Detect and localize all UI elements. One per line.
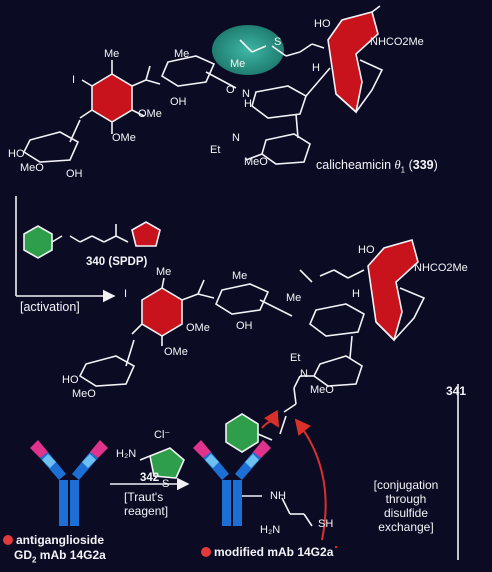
antibody-left-sub: 2 — [32, 555, 37, 565]
conjugation-line4: exchange] — [378, 520, 434, 534]
compound-339-name: calicheamicin — [316, 158, 392, 172]
antibody-left-gd: GD — [14, 548, 32, 562]
label-n-et-top: N — [232, 132, 240, 144]
label-me-ring-top: Me — [104, 48, 120, 60]
reagent-342-label: 342 — [140, 472, 160, 484]
label-me-sugar-top: Me — [174, 48, 190, 60]
label-h2n: H₂N — [116, 448, 137, 460]
electron-flow-arrows — [261, 409, 337, 548]
compound-341-label: 341 — [446, 384, 467, 398]
label-o-top: O — [226, 84, 235, 96]
label-ho-enediyne: HO — [314, 18, 331, 30]
aromatic-ring-mid — [141, 287, 183, 337]
label-oh-mid: OH — [236, 320, 253, 332]
label-n-mid: N — [300, 368, 308, 380]
antibody-right-caption: modified mAb 14G2a — [214, 545, 334, 559]
enediyne-core-top — [327, 11, 379, 114]
compound-339-sub: 1 — [400, 165, 406, 175]
label-ome-mid: OMe — [186, 322, 210, 334]
antibody-right-icon — [193, 440, 313, 527]
label-h-top: H — [244, 98, 252, 110]
label-nhco2me-top: NHCO2Me — [370, 36, 424, 48]
spdp-reagent — [23, 221, 161, 259]
label-s-reagent: S — [162, 478, 170, 490]
activation-arrow — [15, 196, 116, 303]
label-h2n-antibody: H₂N — [260, 524, 281, 536]
label-meo-top-left: MeO — [20, 162, 44, 174]
conjugation-line2: through — [385, 492, 427, 506]
conjugation-line3: disulfide — [383, 506, 429, 520]
label-s-top: S — [274, 36, 282, 48]
trauts-caption-1: [Traut's — [124, 490, 164, 504]
thioester-highlight — [212, 25, 284, 75]
label-i-mid: I — [124, 288, 128, 300]
enediyne-core-mid — [367, 239, 419, 342]
label-ome-2: OMe — [112, 132, 136, 144]
label-meo-mid-left: MeO — [72, 388, 96, 400]
label-h-enediyne: H — [312, 62, 320, 74]
label-me-ring-mid: Me — [156, 266, 172, 278]
bullet-left — [3, 535, 13, 545]
conjugation-caption: [conjugation through disulfide exchange] — [360, 478, 452, 534]
conjugate-341-structure — [78, 239, 426, 413]
antibody-left-icon — [30, 440, 108, 526]
label-nhco2me-mid: NHCO2Me — [414, 262, 468, 274]
trauts-reagent — [139, 447, 185, 479]
label-me-thioester-top: Me — [230, 58, 246, 70]
label-ome-1: OMe — [138, 108, 162, 120]
label-cl: Cl⁻ — [154, 429, 171, 441]
label-nh-antibody: NH — [270, 490, 286, 502]
aromatic-ring-top — [91, 73, 133, 123]
label-me-thioester-mid: Me — [286, 292, 302, 304]
antibody-left-caption-2: GD2 mAb 14G2a — [14, 548, 106, 564]
label-oh-top-left: OH — [66, 168, 83, 180]
label-ome-mid2: OMe — [164, 346, 188, 358]
label-i-top: I — [72, 74, 76, 86]
activation-label: [activation] — [20, 300, 80, 314]
bullet-right — [201, 547, 211, 557]
calicheamicin-structure — [22, 5, 384, 165]
antibody-left-caption-1: antiganglioside — [16, 533, 105, 547]
label-ho-top-left: HO — [8, 148, 25, 160]
label-me-sugar-mid: Me — [232, 270, 248, 282]
reagent-340-label: 340 (SPDP) — [86, 256, 148, 268]
compound-339-theta: θ — [394, 158, 401, 172]
label-meo-mid-sugar: MeO — [310, 384, 334, 396]
label-et-mid: Et — [290, 352, 301, 364]
label-n-top: N — [242, 88, 250, 100]
conjugation-line1: [conjugation — [373, 478, 439, 492]
label-ho-enediyne-mid: HO — [358, 244, 375, 256]
label-meo-bottom-sugar: MeO — [244, 156, 268, 168]
compound-339-number: 339 — [412, 158, 434, 172]
label-h-mid: H — [352, 288, 360, 300]
label-et-top: Et — [210, 144, 221, 156]
compound-339-label: calicheamicin θ1 (339) — [316, 158, 438, 175]
antibody-left-rest: mAb 14G2a — [36, 548, 106, 562]
label-ho-mid: HO — [62, 374, 79, 386]
trauts-caption-2: reagent] — [124, 504, 169, 518]
pyridyl-disulfide — [225, 413, 287, 453]
label-oh-sugar2: OH — [170, 96, 187, 108]
label-sh-antibody: SH — [318, 518, 334, 530]
